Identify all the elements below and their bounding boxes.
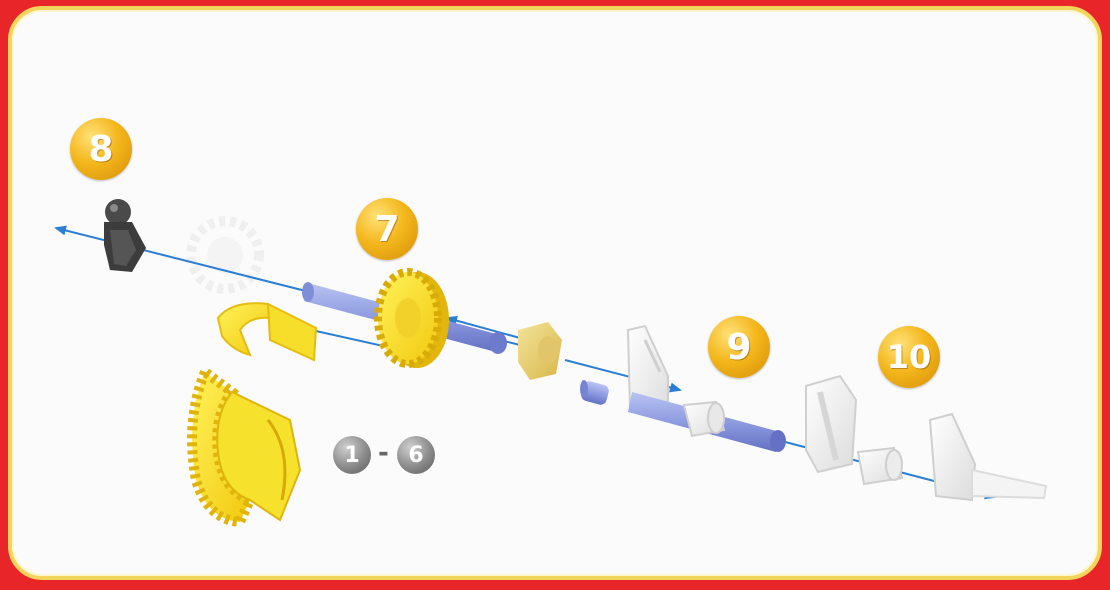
- yellow-large-half-gear: [192, 372, 300, 522]
- blue-small-peg: [580, 380, 610, 406]
- yellow-half-gear-small: [218, 303, 316, 360]
- range-separator: -: [378, 438, 389, 468]
- white-bushing-step-9: [684, 402, 724, 436]
- yellow-gear-step-7: [378, 272, 449, 368]
- grey-pin-part: [104, 199, 146, 272]
- white-end-bracket: [930, 414, 1046, 500]
- step-8-badge: 8: [70, 118, 132, 180]
- step-9-badge: 9: [708, 316, 770, 378]
- tan-bushing-part: [518, 322, 562, 380]
- ghost-white-gear: [191, 221, 259, 289]
- range-start-badge: 1: [333, 436, 371, 474]
- step-7-badge: 7: [356, 198, 418, 260]
- white-bushing-step-10: [858, 448, 902, 484]
- white-bracket-step-10: [806, 376, 856, 472]
- step-10-badge: 10: [878, 326, 940, 388]
- range-end-badge: 6: [397, 436, 435, 474]
